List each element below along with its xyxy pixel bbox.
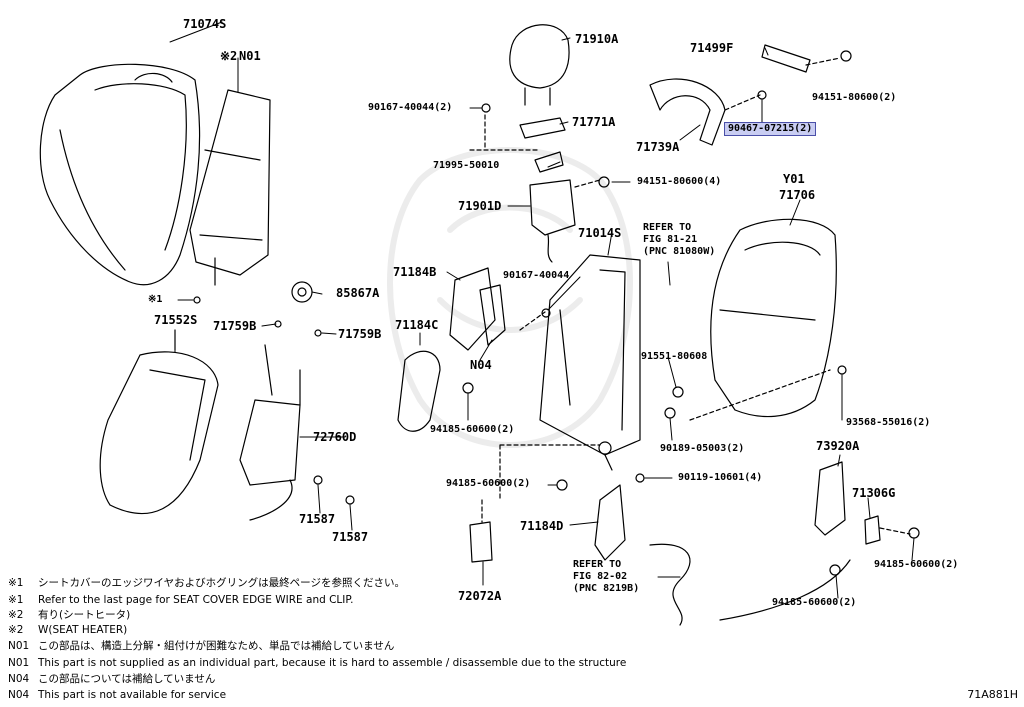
part-label-73920A[interactable]: 73920A bbox=[816, 439, 860, 453]
part-label-90119-10601-4[interactable]: 90119-10601(4) bbox=[678, 472, 763, 483]
part-label-72760D[interactable]: 72760D bbox=[313, 430, 357, 444]
part-label-85867A[interactable]: 85867A bbox=[336, 286, 380, 300]
diagram-code: 71A881H bbox=[967, 688, 1018, 701]
part-label-71706[interactable]: 71706 bbox=[779, 188, 816, 202]
refer-line-3: (PNC 81080W) bbox=[643, 246, 716, 257]
footnote-key: ※2 bbox=[8, 624, 24, 636]
part-label-Y01[interactable]: Y01 bbox=[783, 172, 805, 186]
part-label-72072A[interactable]: 72072A bbox=[458, 589, 502, 603]
footnote-key: N01 bbox=[8, 640, 30, 652]
part-label-star1-mark: ※1 bbox=[148, 294, 163, 305]
speaker-drawing bbox=[291, 281, 313, 303]
part-label-71014S[interactable]: 71014S bbox=[578, 226, 622, 240]
part-label-90167-40044-2[interactable]: 90167-40044(2) bbox=[368, 102, 453, 113]
footnote-2-jp: ※2 有り(シートヒータ) bbox=[8, 610, 130, 621]
part-label-n01-mark: ※2 bbox=[220, 49, 238, 63]
part-label-71074S[interactable]: 71074S bbox=[183, 17, 227, 31]
part-label-n04[interactable]: N04 bbox=[470, 358, 492, 372]
refer-line-1: REFER TO bbox=[643, 222, 692, 233]
side-cover-drawing bbox=[397, 350, 441, 432]
refer-line-3: (PNC 8219B) bbox=[573, 583, 640, 594]
side-trim-lower-drawing bbox=[594, 484, 626, 561]
part-label-71184C[interactable]: 71184C bbox=[395, 318, 439, 332]
part-label-93568-55016-2[interactable]: 93568-55016(2) bbox=[846, 417, 931, 428]
refer-to-fig-81-21[interactable]: REFER TO FIG 81-21 (PNC 81080W) bbox=[643, 222, 715, 258]
headrest-support-drawing bbox=[519, 117, 566, 139]
part-label-94185-60600-2-right[interactable]: 94185-60600(2) bbox=[874, 559, 959, 570]
part-label-71552S[interactable]: 71552S bbox=[154, 313, 198, 327]
part-label-90167-40044[interactable]: 90167-40044 bbox=[503, 270, 570, 281]
footnote-text: シートカバーのエッジワイヤおよびホグリングは最終ページを参照ください。 bbox=[38, 577, 405, 589]
headrest-drawing bbox=[509, 24, 570, 106]
part-label-94151-80600-4[interactable]: 94151-80600(4) bbox=[637, 176, 722, 187]
part-label-90467-07215-2-highlighted[interactable]: 90467-07215(2) bbox=[724, 122, 817, 136]
control-unit-drawing bbox=[469, 521, 493, 563]
part-label-71759B-right[interactable]: 71759B bbox=[338, 327, 382, 341]
seat-cushion-cover-drawing bbox=[99, 329, 219, 515]
part-label-71587-right[interactable]: 71587 bbox=[332, 530, 369, 544]
part-label-n01[interactable]: N01 bbox=[239, 49, 261, 63]
lumbar-motor-drawing bbox=[529, 179, 576, 236]
footnote-n01-jp: N01 この部品は、構造上分解・組付けが困難なため、単品では補給していません bbox=[8, 641, 394, 652]
footnote-text: この部品については補給していません bbox=[38, 673, 216, 685]
footnote-text: 有り(シートヒータ) bbox=[38, 609, 131, 621]
part-label-91551-80608[interactable]: 91551-80608 bbox=[641, 351, 708, 362]
part-label-94185-60600-2-middle[interactable]: 94185-60600(2) bbox=[446, 478, 531, 489]
footnote-1-jp: ※1 シートカバーのエッジワイヤおよびホグリングは最終ページを参照ください。 bbox=[8, 578, 405, 589]
seat-back-frame-drawing bbox=[539, 254, 641, 471]
trim-bracket-drawing bbox=[761, 44, 811, 73]
side-trim-upper-drawing bbox=[449, 267, 496, 351]
footnote-key: ※2 bbox=[8, 609, 24, 621]
part-label-71184D[interactable]: 71184D bbox=[520, 519, 564, 533]
part-label-71771A[interactable]: 71771A bbox=[572, 115, 616, 129]
watermark-logo bbox=[387, 147, 633, 448]
footnote-text: This part is not supplied as an individu… bbox=[38, 657, 627, 669]
footnote-text: W(SEAT HEATER) bbox=[38, 624, 128, 636]
refer-line-2: FIG 81-21 bbox=[643, 234, 698, 245]
refer-line-1: REFER TO bbox=[573, 559, 622, 570]
part-label-71587-left[interactable]: 71587 bbox=[299, 512, 336, 526]
refer-line-2: FIG 82-02 bbox=[573, 571, 628, 582]
footnote-n04-en: N04 This part is not available for servic… bbox=[8, 690, 226, 701]
seat-back-heater-drawing bbox=[189, 89, 271, 286]
seat-switch-drawing bbox=[814, 461, 846, 536]
part-label-71901D[interactable]: 71901D bbox=[458, 199, 502, 213]
seat-cushion-heater-drawing bbox=[239, 344, 301, 521]
part-label-71759B-left[interactable]: 71759B bbox=[213, 319, 257, 333]
part-label-71995-50010[interactable]: 71995-50010 bbox=[433, 160, 500, 171]
footnote-text: This part is not available for service bbox=[38, 689, 227, 701]
part-label-71499F[interactable]: 71499F bbox=[690, 41, 734, 55]
footnote-n01-en: N01 This part is not supplied as an indiv… bbox=[8, 658, 626, 669]
wire-harness-drawing bbox=[649, 543, 691, 626]
footnote-text: Refer to the last page for SEAT COVER ED… bbox=[38, 594, 354, 606]
headrest-guide-drawing bbox=[534, 151, 564, 173]
part-label-71739A[interactable]: 71739A bbox=[636, 140, 680, 154]
footnote-key: ※1 bbox=[8, 594, 24, 606]
refer-to-fig-82-02[interactable]: REFER TO FIG 82-02 (PNC 8219B) bbox=[573, 559, 639, 595]
footnote-key: N01 bbox=[8, 657, 30, 669]
footnote-2-en: ※2 W(SEAT HEATER) bbox=[8, 625, 127, 636]
part-label-71306G[interactable]: 71306G bbox=[852, 486, 896, 500]
footnote-key: N04 bbox=[8, 689, 30, 701]
part-label-71910A[interactable]: 71910A bbox=[575, 32, 619, 46]
footnote-1-en: ※1 Refer to the last page for SEAT COVER … bbox=[8, 595, 353, 606]
part-label-90189-05003-2[interactable]: 90189-05003(2) bbox=[660, 443, 745, 454]
footnote-text: この部品は、構造上分解・組付けが困難なため、単品では補給していません bbox=[38, 640, 395, 652]
seat-back-board-drawing bbox=[710, 218, 837, 418]
bolt-drawing bbox=[481, 103, 491, 113]
footnote-key: N04 bbox=[8, 673, 30, 685]
part-label-94151-80600-2[interactable]: 94151-80600(2) bbox=[812, 92, 897, 103]
footnote-key: ※1 bbox=[8, 577, 24, 589]
part-label-71184B[interactable]: 71184B bbox=[393, 265, 437, 279]
part-label-94185-60600-2-upper[interactable]: 94185-60600(2) bbox=[430, 424, 515, 435]
seat-back-frame-upper-drawing bbox=[649, 78, 726, 146]
part-label-94185-60600-2-lower[interactable]: 94185-60600(2) bbox=[772, 597, 857, 608]
footnote-n04-jp: N04 この部品については補給していません bbox=[8, 674, 215, 685]
seat-back-cover-drawing bbox=[39, 63, 201, 286]
